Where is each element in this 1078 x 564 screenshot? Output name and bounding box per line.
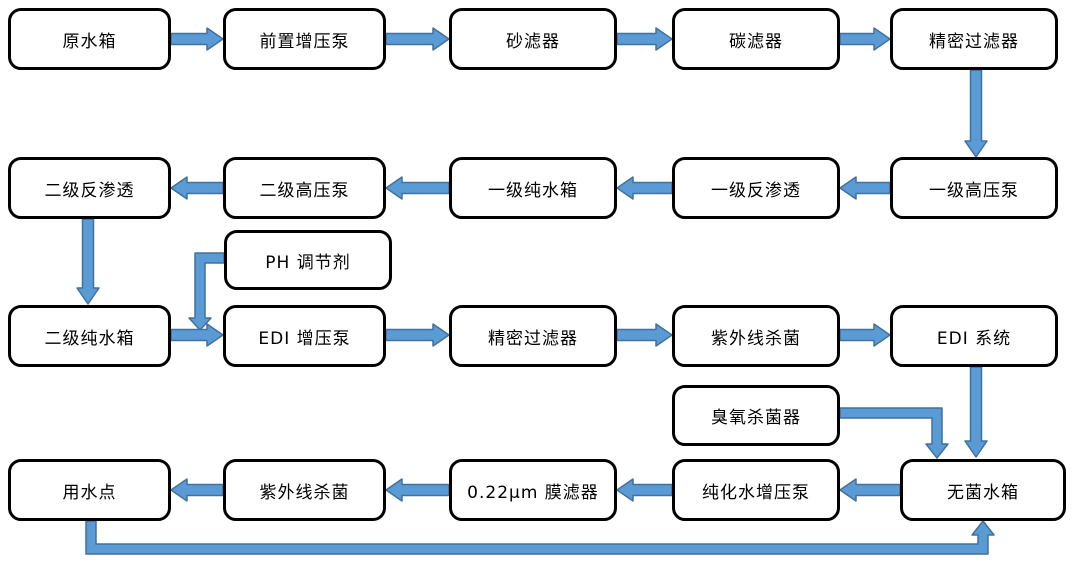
node-uv-sterilizer-1: 紫外线杀菌 — [672, 305, 840, 367]
node-edi-system: EDI 系统 — [890, 305, 1058, 367]
arrow-prepump-to-sand — [385, 27, 450, 51]
arrow-uv2-to-usepoint — [170, 478, 224, 502]
node-membrane-filter: 0.22μm 膜滤器 — [449, 459, 617, 521]
node-label: 臭氧杀菌器 — [711, 408, 801, 428]
arrow-ozone-to-sterile — [839, 407, 949, 459]
arrow-membrane-to-uv2 — [385, 478, 450, 502]
node-use-point: 用水点 — [8, 459, 171, 521]
arrow-edipump-to-precision2 — [385, 323, 450, 347]
node-label: EDI 系统 — [936, 328, 1012, 349]
node-precision-filter-2: 精密过滤器 — [449, 305, 617, 367]
node-stage1-ro: 一级反渗透 — [672, 157, 840, 219]
node-purified-booster-pump: 纯化水增压泵 — [672, 459, 840, 521]
node-uv-sterilizer-2: 紫外线杀菌 — [223, 459, 386, 521]
node-ozone-sterilizer: 臭氧杀菌器 — [672, 385, 840, 446]
node-stage1-hp-pump: 一级高压泵 — [890, 157, 1058, 219]
node-pre-booster-pump: 前置增压泵 — [223, 8, 386, 70]
arrow-hp1-to-ro1 — [839, 176, 891, 200]
node-label: 用水点 — [62, 482, 117, 503]
node-label: 精密过滤器 — [929, 31, 1019, 52]
arrow-sand-to-carbon — [616, 27, 673, 51]
arrow-precision2-to-uv1 — [616, 323, 673, 347]
node-sterile-tank: 无菌水箱 — [900, 459, 1066, 521]
node-label: 纯化水增压泵 — [702, 482, 810, 503]
node-label: 紫外线杀菌 — [259, 482, 350, 503]
arrow-raw-to-prepump — [170, 27, 224, 51]
node-label: 一级高压泵 — [929, 180, 1019, 201]
arrow-tank1-to-hp2 — [385, 176, 450, 200]
arrow-tank2-to-edipump — [170, 323, 224, 347]
node-raw-water-tank: 原水箱 — [8, 8, 171, 70]
node-label: 一级反渗透 — [711, 180, 801, 201]
node-precision-filter-1: 精密过滤器 — [890, 8, 1058, 70]
node-label: PH 调节剂 — [265, 252, 351, 273]
node-edi-booster-pump: EDI 增压泵 — [223, 305, 386, 367]
node-label: 原水箱 — [62, 31, 117, 52]
node-stage2-hp-pump: 二级高压泵 — [223, 157, 386, 219]
node-label: 紫外线杀菌 — [711, 328, 801, 349]
node-label: 砂滤器 — [506, 31, 560, 52]
node-label: 一级纯水箱 — [488, 180, 578, 201]
arrow-ro2-to-tank2 — [76, 218, 100, 305]
node-carbon-filter: 碳滤器 — [672, 8, 840, 70]
node-label: EDI 增压泵 — [258, 328, 351, 349]
arrow-precision1-to-hp1 — [964, 69, 988, 158]
node-label: 碳滤器 — [729, 31, 783, 52]
arrow-ro1-to-tank1 — [616, 176, 673, 200]
arrow-sterile-to-purepump — [839, 478, 901, 502]
node-stage1-pure-tank: 一级纯水箱 — [449, 157, 617, 219]
arrow-carbon-to-precision1 — [839, 27, 891, 51]
arrow-uv1-to-edisys — [839, 323, 891, 347]
node-sand-filter: 砂滤器 — [449, 8, 617, 70]
node-label: 前置增压泵 — [259, 31, 350, 52]
node-label: 精密过滤器 — [488, 328, 578, 349]
arrow-purepump-to-membrane — [616, 478, 673, 502]
node-label: 二级反渗透 — [44, 180, 135, 201]
node-label: 无菌水箱 — [947, 482, 1019, 503]
arrow-hp2-to-ro2 — [170, 176, 224, 200]
node-stage2-pure-tank: 二级纯水箱 — [8, 305, 171, 367]
arrow-ph-to-junction — [188, 252, 225, 331]
node-ph-adjuster: PH 调节剂 — [224, 230, 392, 290]
node-label: 0.22μm 膜滤器 — [467, 482, 599, 503]
arrow-usepoint-return-to-sterile — [85, 520, 995, 555]
node-stage2-ro: 二级反渗透 — [8, 157, 171, 219]
node-label: 二级高压泵 — [259, 180, 350, 201]
arrow-edisys-to-sterile — [964, 366, 988, 458]
node-label: 二级纯水箱 — [44, 328, 135, 349]
